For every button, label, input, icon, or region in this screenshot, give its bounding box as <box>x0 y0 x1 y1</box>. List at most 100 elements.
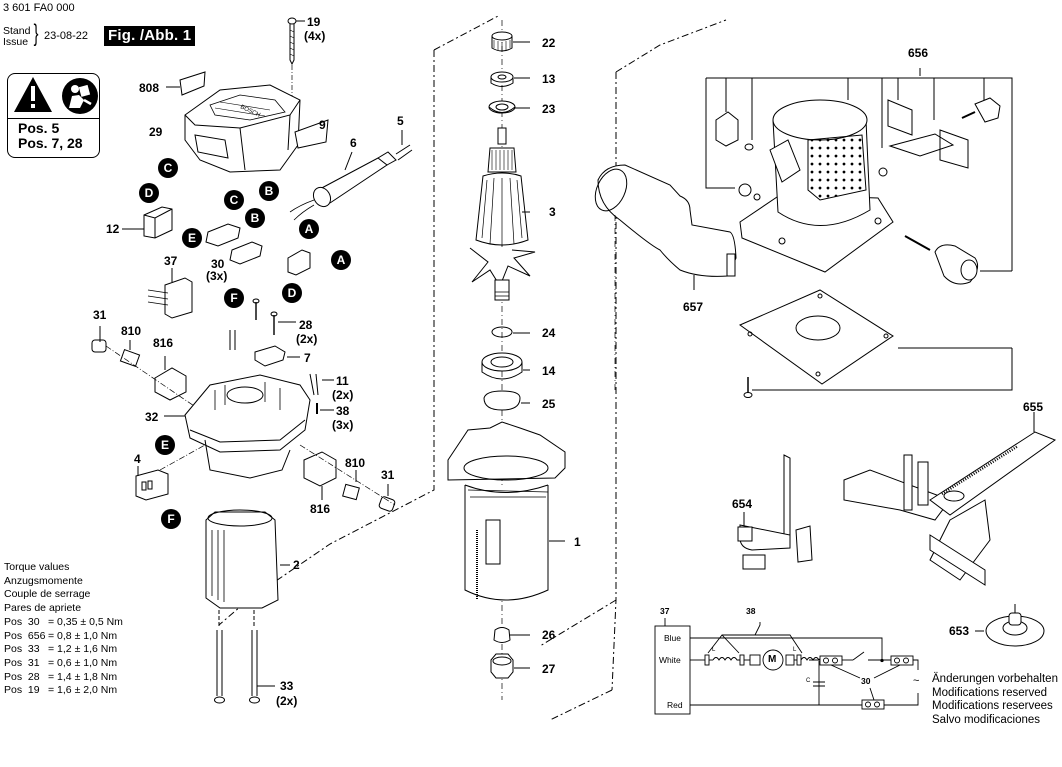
part-label-816-right: 816 <box>310 502 331 516</box>
warning-box <box>7 73 100 158</box>
part-label-3: 3 <box>549 205 556 219</box>
motor-label: M <box>768 654 777 665</box>
part-label-23: 23 <box>542 102 556 116</box>
part-label-25: 25 <box>542 397 556 411</box>
torque-title-de: Anzugsmomente <box>4 574 83 587</box>
part-label-12: 12 <box>106 222 120 236</box>
part-816-brush-holder-right <box>303 451 337 487</box>
part-28-screw <box>255 302 275 335</box>
part-3-armature <box>469 127 536 301</box>
part-label-655: 655 <box>1023 400 1044 414</box>
part-label-7: 7 <box>304 351 311 365</box>
circuit-label-37: 37 <box>660 606 670 616</box>
part-label-11: 11 <box>336 374 349 388</box>
part-2-stator <box>205 509 279 609</box>
wire-badge-b: B <box>245 208 265 228</box>
torque-pos: Pos 31 <box>4 656 40 669</box>
part-label-816-left: 816 <box>153 336 174 350</box>
wire-badge-e: E <box>155 435 175 455</box>
part-655-parallel-guide <box>843 431 1057 586</box>
part-label-38-qty: (3x) <box>332 418 354 432</box>
torque-value: = 1,6 ± 2,0 Nm <box>48 684 118 697</box>
wire-badge-f: F <box>161 509 181 529</box>
wire-badge-a: A <box>299 219 319 239</box>
part-816-brush-holder <box>154 367 187 401</box>
torque-value: = 1,4 ± 1,8 Nm <box>48 670 118 683</box>
modifications-notice: Änderungen vorbehalten Modifications res… <box>932 673 1058 727</box>
torque-pos: Pos 33 <box>4 643 40 656</box>
part-terminal-a <box>287 249 311 276</box>
part-7-cord-clamp <box>254 345 286 367</box>
part-656-thumb-screw <box>961 97 1001 123</box>
part-25-o-ring <box>483 390 521 411</box>
figure-label: Fig. /Abb. 1 <box>104 26 196 46</box>
part-808-label <box>179 71 206 96</box>
inductor-label-2: L <box>793 647 797 653</box>
warning-divider <box>7 118 100 119</box>
part-label-31-left: 31 <box>93 308 107 322</box>
part-27-union-nut <box>490 653 514 679</box>
part-label-810-right: 810 <box>345 456 366 470</box>
part-13-ball-bearing <box>490 71 514 87</box>
part-label-38: 38 <box>336 404 350 418</box>
part-label-656: 656 <box>908 46 929 60</box>
part-label-31-right: 31 <box>381 468 395 482</box>
part-label-2: 2 <box>293 558 300 572</box>
torque-value: = 0,6 ± 1,0 Nm <box>48 656 118 669</box>
part-label-808: 808 <box>139 81 160 95</box>
part-33-screws <box>214 610 260 704</box>
part-label-1: 1 <box>574 535 581 549</box>
part-label-14: 14 <box>542 364 556 378</box>
wire-badge-a: A <box>331 250 351 270</box>
part-29-housing-cap: BOSCH <box>184 84 301 173</box>
part-6-cord-guard <box>312 151 397 208</box>
part-label-22: 22 <box>542 36 556 50</box>
torque-value: = 0,8 ± 1,0 Nm <box>48 629 118 642</box>
part-1-motor-housing <box>447 421 566 601</box>
wire-badge-f: F <box>224 288 244 308</box>
part-22-bearing-cap <box>491 31 513 52</box>
torque-row: Pos 656= 0,8 ± 1,0 Nm <box>4 630 123 644</box>
part-label-33-qty: (2x) <box>276 694 298 708</box>
warning-line-1: Pos. 5 <box>18 120 60 136</box>
part-label-810-left: 810 <box>121 324 142 338</box>
torque-values-table: Torque values Anzugsmomente Couple de se… <box>4 561 123 698</box>
part-label-30-qty: (3x) <box>206 269 228 283</box>
part-label-19-qty: (4x) <box>304 29 326 43</box>
part-810-carbon-brush-right <box>342 483 360 501</box>
circuit-label-30: 30 <box>861 676 871 686</box>
part-11-connector <box>309 373 319 396</box>
wire-blue <box>690 637 883 661</box>
part-26-collet <box>493 627 511 643</box>
section-divider-right <box>615 19 727 73</box>
terminal-block-30-c <box>861 699 885 710</box>
wire-label-blue: Blue <box>664 633 682 643</box>
torque-row: Pos 28= 1,4 ± 1,8 Nm <box>4 671 123 685</box>
issue-label: Issue <box>3 36 29 48</box>
part-9-label <box>294 119 329 149</box>
part-label-657: 657 <box>683 300 704 314</box>
part-657-dust-adapter <box>594 164 737 290</box>
wire-badge-d: D <box>139 183 159 203</box>
part-810-carbon-brush <box>119 348 141 368</box>
notice-es: Salvo modificaciones <box>932 713 1041 726</box>
capacitor <box>813 681 825 687</box>
torque-value: = 1,2 ± 1,6 Nm <box>48 643 118 656</box>
notice-fr: Modifications reservees <box>932 700 1053 712</box>
torque-row: Pos 19 = 1,6 ± 2,0 Nm <box>4 684 123 698</box>
stand-issue-label: Stand Issue <box>3 26 30 48</box>
inductor-1 <box>712 657 740 661</box>
wire-label-red: Red <box>667 700 683 710</box>
part-14-ball-bearing <box>481 352 523 380</box>
circuit-module-37 <box>654 625 691 715</box>
torque-value: = 0,35 ± 0,5 Nm <box>48 615 123 628</box>
torque-pos: Pos 19 <box>4 684 40 697</box>
part-label-33: 33 <box>280 679 294 693</box>
part-label-28-qty: (2x) <box>296 332 318 346</box>
part-label-30: 30 <box>211 257 225 271</box>
part-label-4: 4 <box>134 452 141 466</box>
ac-symbol: ~ <box>913 675 920 687</box>
part-31-brush-cap-right <box>378 496 396 512</box>
part-656-base-plate <box>738 289 894 385</box>
